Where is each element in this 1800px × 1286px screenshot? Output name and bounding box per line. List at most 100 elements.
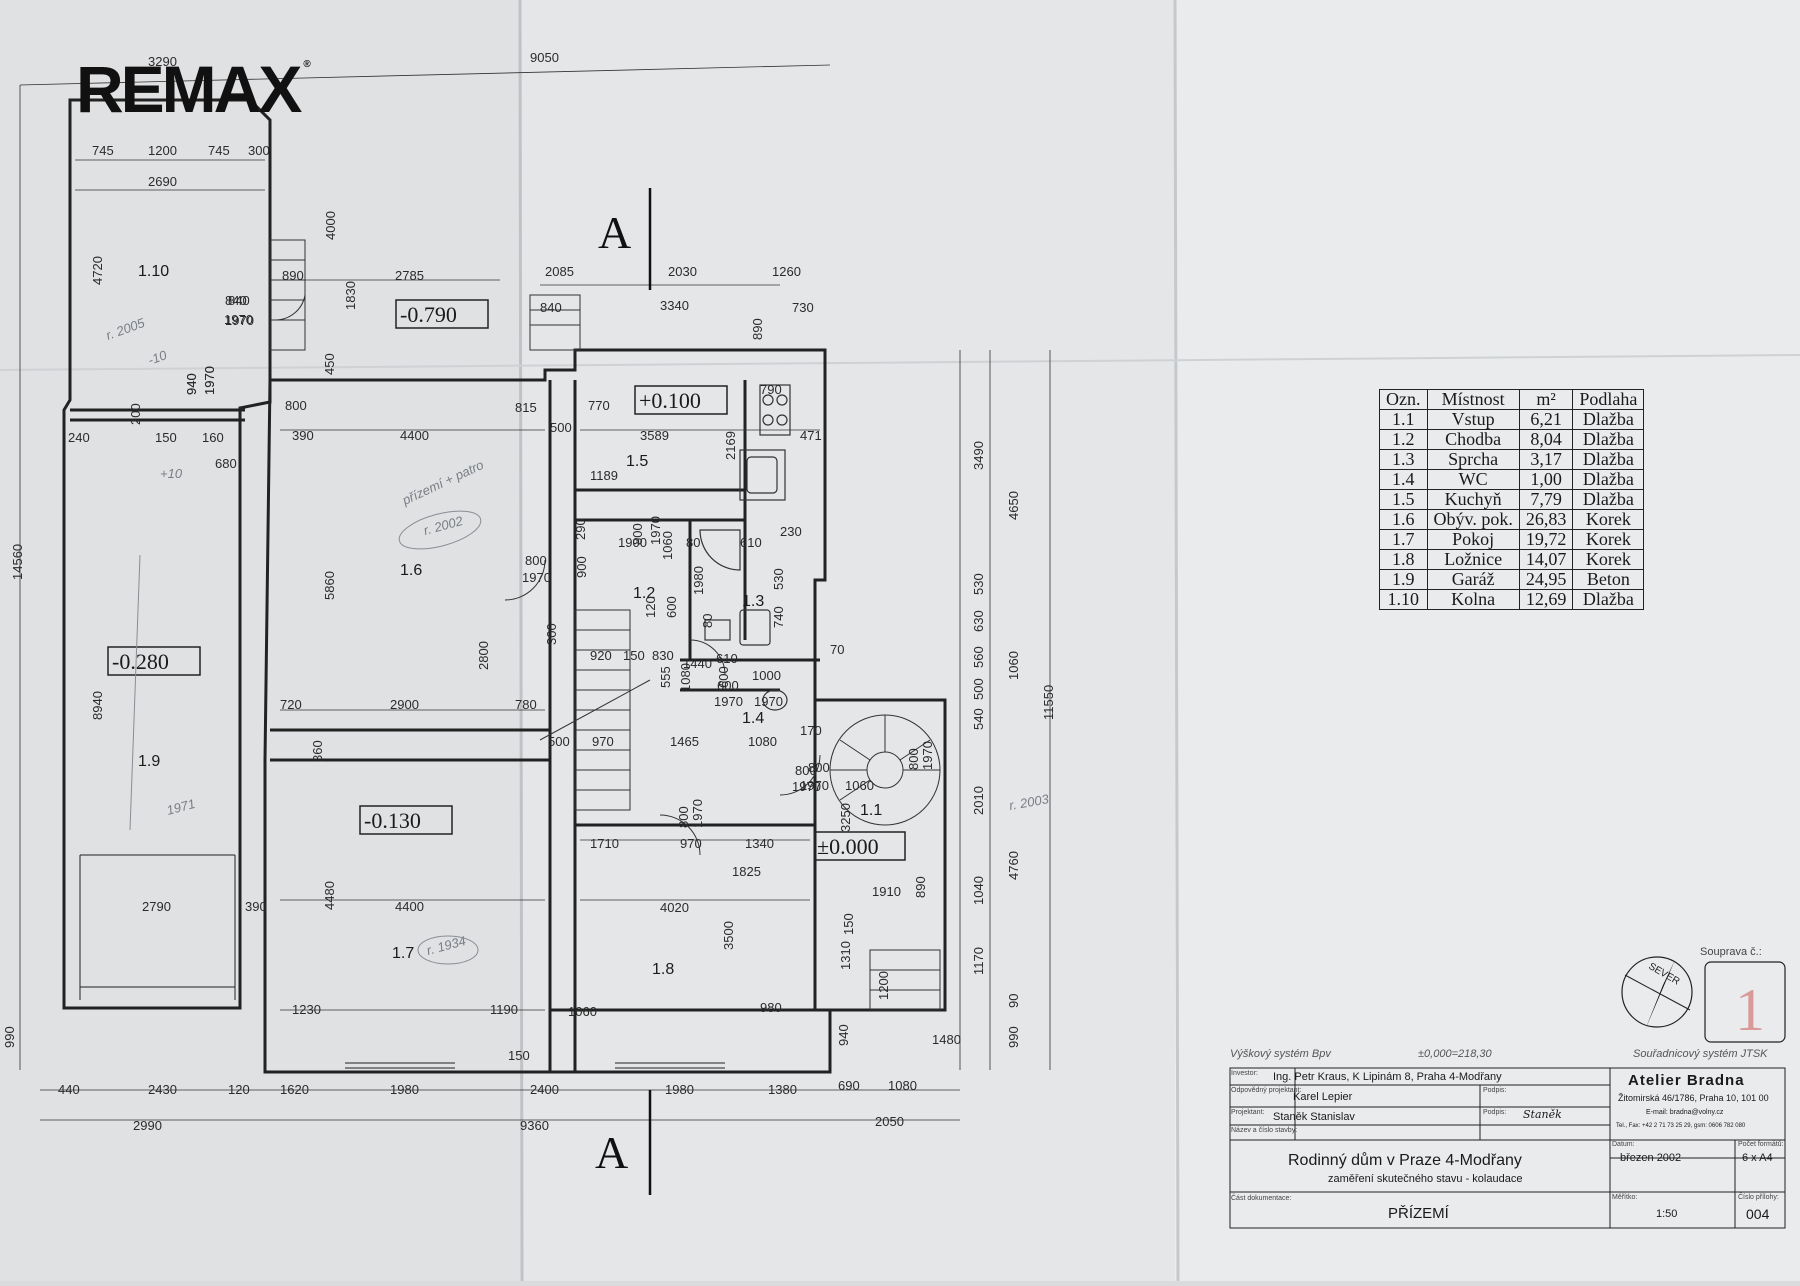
project-label: Název a číslo stavby: [1231,1127,1298,1134]
room-label: 1.4 [742,710,764,727]
dimension-label: 730 [792,300,814,315]
dimension-label: 4480 [322,881,337,910]
dimension-label: 940 [836,1024,851,1046]
dimension-label: 450 [322,353,337,375]
cell-code: 1.7 [1379,529,1428,550]
cell-area: 1,00 [1518,469,1574,490]
dimension-label: 360 [310,740,325,762]
formats: 6 x A4 [1742,1152,1773,1164]
level-tag: +0.100 [639,388,701,413]
dimension-label: 800 [285,398,307,413]
dimension-label: 1080 [678,663,693,692]
dimension-label: 2400 [530,1082,559,1097]
cell-floor: Korek [1572,549,1645,570]
cell-area: 7,79 [1518,489,1574,510]
cell-code: 1.3 [1379,449,1428,470]
dimension-label: 890 [750,318,765,340]
dimension-label: 745 [208,143,230,158]
dimension-label: 1190 [490,1002,518,1017]
dimension-label: 1310 [838,941,853,970]
door-code-w: 940 [184,373,199,395]
dimension-label: 120 [228,1082,250,1097]
dimension-label: 600 [664,596,679,618]
dimension-label: 680 [215,456,237,471]
dimension-label: 9050 [530,50,559,65]
cell-code: 1.8 [1379,549,1428,570]
dimension-label: 630 [971,610,986,632]
dimension-label: 1060 [845,778,874,793]
door-code-h: 1970 [792,779,821,794]
dimension-label: 530 [971,573,986,595]
room-label: 1.8 [652,961,674,978]
responsible-label: Odpovědný projektant: [1231,1087,1302,1094]
cell-room: Garáž [1426,569,1520,590]
door-code-h: 1970 [920,741,935,770]
dimension-label: 3340 [660,298,689,313]
cell-floor: Korek [1572,529,1645,550]
dimension-label: 200 [128,403,143,425]
dimension-label: 1340 [745,836,774,851]
cell-floor: Dlažba [1572,469,1645,490]
dimension-label: 1060 [1006,651,1021,680]
dimension-label: 920 [590,648,612,663]
room-label: 1.6 [400,562,422,579]
door-code-w: 600 [717,678,739,693]
cell-room: Kuchyň [1426,489,1520,510]
dimension-label: 1170 [971,947,986,975]
dimension-label: 1710 [590,836,619,851]
column-header: Místnost [1426,389,1520,410]
dimension-label: 720 [280,697,302,712]
door-code-h: 1970 [202,366,217,395]
column-header: Podlaha [1572,389,1645,410]
dimension-label: 1465 [670,734,699,749]
column-header: m² [1518,389,1574,410]
cell-area: 12,69 [1518,589,1574,610]
dimension-label: 1260 [772,264,801,279]
pencil-note: r. 2003 [1008,791,1051,813]
dimension-label: 1970 [800,778,829,793]
cell-code: 1.2 [1379,429,1428,450]
dimension-label: 4400 [395,899,424,914]
dimension-label: 1440 [683,656,712,671]
signature: Staněk [1523,1108,1562,1121]
designer: Staněk Stanislav [1273,1111,1355,1123]
dimension-label: 1200 [876,971,891,1000]
dimension-label: 1380 [768,1082,797,1097]
dimension-label: 1080 [888,1078,917,1093]
scale: 1:50 [1656,1208,1678,1220]
cell-room: Obýv. pok. [1426,509,1520,530]
dimension-label: 160 [202,430,224,445]
dimension-label: 600 [716,666,731,688]
level-tag: -0.130 [364,808,421,833]
door-code-h: 1970 [224,312,253,327]
dimension-label: 14560 [10,544,25,580]
dimension-label: 9360 [520,1118,549,1133]
set-number: 1 [1735,977,1765,1043]
cell-room: Vstup [1426,409,1520,430]
dimension-label: 390 [245,899,267,914]
dimension-label: 990 [2,1026,17,1048]
cell-code: 1.5 [1379,489,1428,510]
dimension-label: 2050 [875,1114,904,1129]
formats-label: Počet formátů: [1738,1141,1784,1148]
firm-address: Žitomirská 46/1786, Praha 10, 101 00 [1618,1093,1769,1103]
dimension-label: 990 [1006,1026,1021,1048]
doc-label: Část dokumentace: [1231,1195,1292,1202]
dimension-label: 4400 [400,428,429,443]
cell-room: Kolna [1426,589,1520,610]
firm-phone: Tel., Fax: +42 2 71 73 25 29, gsm: 0606 … [1616,1123,1746,1129]
dimension-label: 1060 [568,1004,597,1019]
dimension-label: 3250 [838,803,853,832]
dimension-label: 3500 [721,921,736,950]
sign-label: Podpis: [1483,1109,1507,1116]
dimension-label: 4760 [1006,851,1021,880]
dimension-label: 1910 [872,884,901,899]
dimension-label: 290 [573,518,588,540]
